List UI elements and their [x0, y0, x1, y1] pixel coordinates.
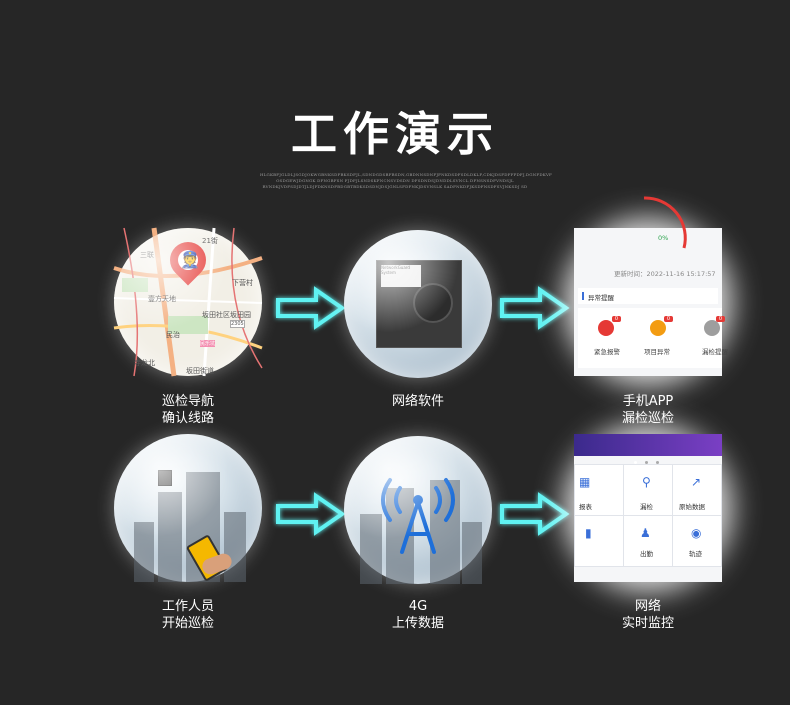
- count-badge: 0: [612, 316, 621, 322]
- arrow-right-icon: [276, 286, 346, 330]
- report-icon: ▦: [579, 475, 591, 489]
- map-label: 下营村: [232, 279, 253, 287]
- software-bubble: NetworkGuard System: [344, 230, 492, 378]
- app-bubble: 0% 更新时间：2022-11-16 15:17:57 异常提醒 0 紧急报警 …: [574, 196, 728, 376]
- alert-label: 漏检提醒: [702, 348, 728, 356]
- cell-label: 出勤: [640, 550, 653, 558]
- software-label: NetworkGuard System: [381, 265, 421, 287]
- map-label: 三联: [140, 251, 154, 259]
- caption-line2: 漏检巡检: [621, 411, 674, 426]
- map-label: 民治: [166, 331, 180, 339]
- section-title: 异常提醒: [588, 294, 614, 302]
- worker-bubble: [114, 434, 262, 582]
- map-label: 壹方天地: [148, 295, 176, 303]
- percent-text: 0%: [658, 234, 669, 242]
- step-caption: 工作人员 开始巡检: [108, 598, 268, 632]
- city-building: [158, 492, 182, 582]
- map-label: 坂田社区坂田园: [202, 311, 251, 319]
- cell-label: 漏检: [640, 503, 653, 511]
- close-icon: [704, 320, 720, 336]
- step-caption: 4G 上传数据: [338, 598, 498, 632]
- location-icon: ◉: [691, 526, 702, 540]
- caption-line1: 工作人员: [161, 599, 214, 614]
- update-time: 更新时间：2022-11-16 15:17:57: [614, 270, 716, 278]
- antenna-bubble: [344, 436, 492, 584]
- dashboard-cell[interactable]: ◉ 轨迹: [672, 515, 722, 567]
- caption-line1: 网络: [634, 599, 661, 614]
- caption-line2: 开始巡检: [161, 616, 214, 631]
- step-caption: 网络 实时监控: [568, 598, 728, 632]
- dashboard-cell[interactable]: ▮: [574, 515, 624, 567]
- map-label: 寺龙北: [134, 359, 155, 367]
- search-icon: ⚲: [642, 475, 651, 489]
- caption-line1: 巡检导航: [161, 394, 214, 409]
- alert-label: 项目异常: [644, 348, 670, 356]
- people-icon: ♟: [640, 526, 651, 540]
- dashboard-screen: ▦ 报表 ⚲ 漏检 ↗ 原始数据 ▮ ♟ 出勤 ◉ 轨迹: [574, 434, 722, 582]
- floppy-disk-icon: NetworkGuard System: [376, 260, 462, 348]
- subtitle-line: HLGKBFJGLDLJSGDJOKWGBNKSDFBKSDFJL,SDNDGD…: [260, 172, 553, 177]
- guard-icon: 👮: [180, 250, 200, 269]
- caption-line2: 确认线路: [161, 411, 214, 426]
- warning-icon: [650, 320, 666, 336]
- cell-label: 报表: [579, 503, 592, 511]
- bar-icon: ▮: [585, 526, 592, 540]
- map-label: 民乐坑: [200, 340, 216, 347]
- dashboard-header: [574, 434, 722, 456]
- alert-item[interactable]: 0 漏检提醒: [690, 316, 728, 362]
- progress-ring: [643, 196, 687, 249]
- app-screen: 0% 更新时间：2022-11-16 15:17:57 异常提醒 0 紧急报警 …: [574, 196, 728, 376]
- siren-icon: [598, 320, 614, 336]
- pager-dots: [634, 449, 664, 464]
- caption-line1: 手机APP: [622, 394, 674, 409]
- map-label: 21街: [202, 237, 218, 245]
- subtitle-line: RVNDKJVDFSDJDTJLDJFDKNSDFBDGBTBDKSDSDNJD…: [262, 184, 528, 189]
- alert-item[interactable]: 0 紧急报警: [588, 316, 624, 362]
- dashboard-cell[interactable]: ▦ 报表: [574, 464, 624, 516]
- arrow-right-icon: [276, 492, 346, 536]
- dashboard-bubble: ▦ 报表 ⚲ 漏检 ↗ 原始数据 ▮ ♟ 出勤 ◉ 轨迹: [574, 434, 722, 582]
- caption-line1: 4G: [408, 599, 428, 614]
- count-badge: 0: [664, 316, 673, 322]
- alert-label: 紧急报警: [594, 348, 620, 356]
- map-bubble: 三联 21街 下营村 壹方天地 坂田社区坂田园 民治 2305 寺龙北 民乐坑 …: [113, 227, 263, 377]
- step-caption: 巡检导航 确认线路: [108, 393, 268, 427]
- cell-label: 原始数据: [679, 503, 705, 511]
- antenna-icon: [381, 478, 455, 554]
- caption-line1: 网络软件: [391, 394, 444, 409]
- dashboard-cell[interactable]: ↗ 原始数据: [672, 464, 722, 516]
- page-title: 工作演示: [291, 107, 499, 161]
- count-badge: 0: [716, 316, 725, 322]
- alert-row: 0 紧急报警 0 项目异常 0 漏检提醒: [578, 308, 728, 368]
- caption-line2: 上传数据: [391, 616, 444, 631]
- step-caption: 网络软件: [338, 393, 498, 410]
- subtitle-line: OSDGEWJDGNGK DFNGBFSN FJDFJLSNDSKFNCNSVD…: [276, 178, 514, 183]
- dashboard-cell[interactable]: ⚲ 漏检: [623, 464, 673, 516]
- dashboard-cell[interactable]: ♟ 出勤: [623, 515, 673, 567]
- step-caption: 手机APP 漏检巡检: [568, 393, 728, 427]
- city-building: [224, 512, 246, 582]
- arrow-right-icon: [500, 492, 570, 536]
- caption-line2: 实时监控: [621, 616, 674, 631]
- nfc-tag-icon: [158, 470, 172, 486]
- map-label: 2305: [230, 320, 245, 328]
- chart-icon: ↗: [691, 475, 702, 489]
- map-label: 坂田街道: [186, 367, 214, 375]
- city-building: [134, 522, 154, 582]
- disk-hub: [413, 283, 453, 323]
- section-marker: [582, 292, 584, 300]
- cell-label: 轨迹: [689, 550, 702, 558]
- arrow-right-icon: [500, 286, 570, 330]
- alert-item[interactable]: 0 项目异常: [640, 316, 676, 362]
- page-subtitle: HLGKBFJGLDLJSGDJOKWGBNKSDFBKSDFJL,SDNDGD…: [260, 172, 553, 190]
- section-header: 异常提醒: [578, 288, 718, 304]
